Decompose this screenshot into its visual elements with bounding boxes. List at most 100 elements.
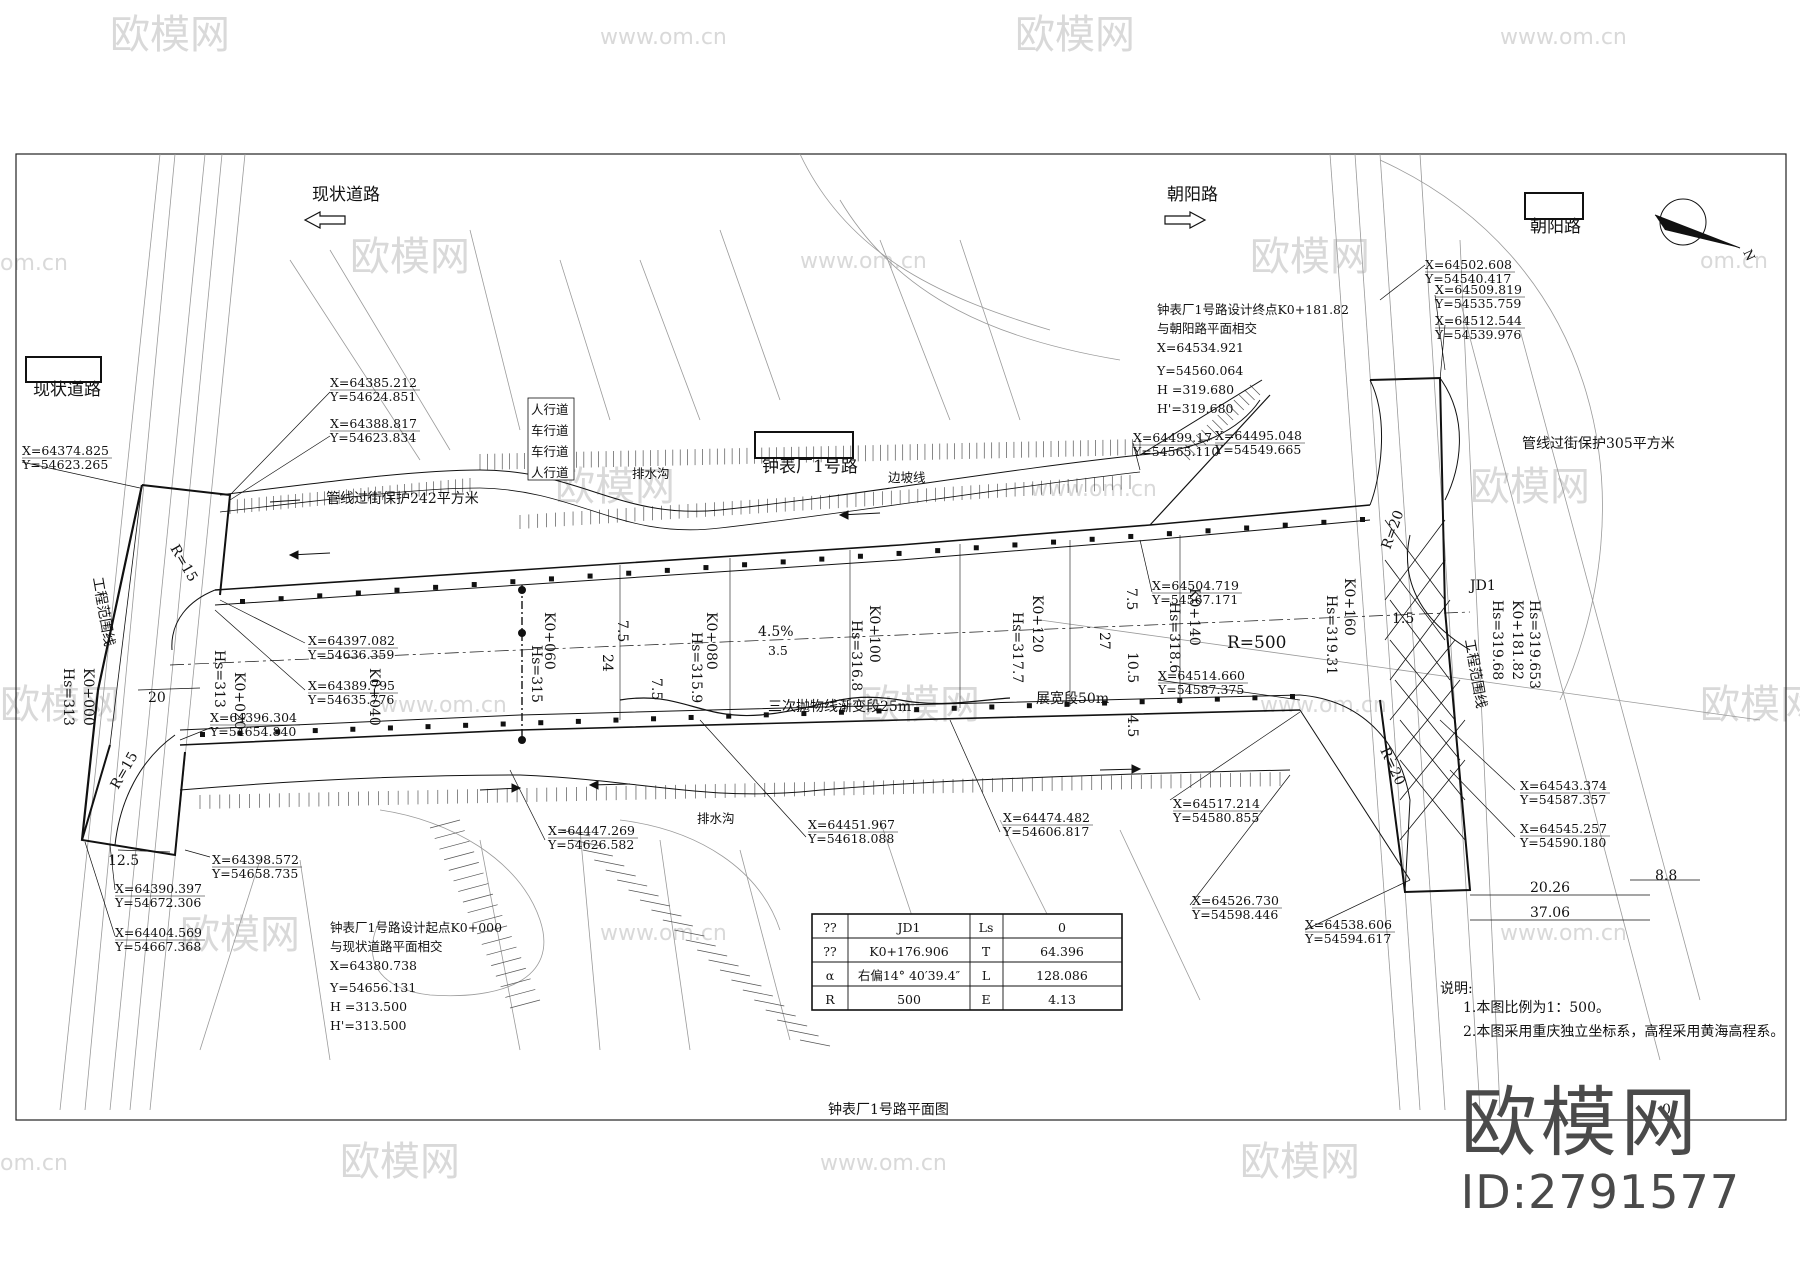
existing-road-boxed-label: 现状道路 (33, 380, 101, 400)
elevation-label: Hs=319.653 (1526, 600, 1542, 689)
lane-label: 车行道 (531, 423, 569, 438)
watermark-site: www.om.cn (380, 693, 507, 718)
slope-line-label: 边坡线 (888, 470, 926, 485)
start-point-note: H'=313.500 (330, 1018, 407, 1033)
end-point-note: 与朝阳路平面相交 (1157, 321, 1257, 336)
brand-watermark: 欧模网 ID:2791577 (1461, 1082, 1740, 1220)
elevation-label: Hs=313 (211, 650, 227, 708)
jd-label: JD1 (1468, 578, 1496, 594)
table-cell: L (982, 968, 990, 983)
drain-label: 排水沟 (632, 466, 670, 481)
lane-label: 人行道 (531, 465, 569, 480)
brand-id: ID:2791577 (1460, 1165, 1740, 1219)
coordinate-y: Y=54535.759 (1434, 296, 1521, 311)
table-cell: T (982, 944, 991, 959)
watermark-brand: 欧模网 (340, 1139, 460, 1185)
curb-line-north (214, 519, 1371, 606)
dimension-label: 7.5 (648, 678, 664, 700)
coordinate-y: Y=54565.110 (1132, 444, 1219, 459)
radius-label: R=15 (167, 542, 201, 585)
watermark-site: www.om.cn (600, 921, 727, 946)
elevation-label: Hs=313 (60, 668, 76, 726)
traffic-arrows (269, 499, 1142, 793)
road-body (80, 376, 1472, 894)
coordinate-y: Y=54635.776 (307, 692, 394, 707)
coordinate-x: X=64545.257 (1520, 821, 1607, 836)
watermark-brand: 欧模网 (1700, 682, 1800, 728)
table-cell: 右偏14° 40′39.4″ (858, 968, 961, 983)
drain-label: 排水沟 (697, 811, 735, 826)
coordinate-x: X=64397.082 (308, 633, 395, 648)
coordinate-x: X=64385.212 (330, 375, 417, 390)
page-number: 0 (1662, 1102, 1671, 1118)
table-cell: JD1 (896, 920, 921, 935)
pipe-protection-left-label: 管线过街保护242平方米 (326, 491, 479, 507)
watermark-site: www.om.cn (1500, 921, 1627, 946)
table-cell: 128.086 (1036, 968, 1088, 983)
coordinate-y: Y=54658.735 (211, 866, 298, 881)
dimension-label: 20 (148, 690, 166, 706)
watermark-brand: 欧模网 (1240, 1139, 1360, 1185)
table-cell: α (826, 968, 835, 983)
coordinate-y: Y=54587.375 (1157, 682, 1244, 697)
dimension-label: 27 (1096, 632, 1112, 650)
station-label: K0+160 (1341, 578, 1357, 636)
radius-label: R=15 (108, 749, 142, 792)
existing-road-box (25, 356, 102, 383)
lane-label: 车行道 (531, 444, 569, 459)
watermark-site: www.om.cn (1030, 477, 1157, 502)
curb-line-south (179, 694, 1301, 731)
coordinate-y: Y=54626.582 (547, 837, 634, 852)
table-cell: E (981, 992, 990, 1007)
table-cell: 500 (897, 992, 921, 1007)
elevation-label: Hs=316.8 (848, 620, 864, 691)
road-centerline (169, 611, 1471, 666)
coordinate-x: X=64514.660 (1158, 668, 1245, 683)
coordinate-y: Y=54606.817 (1002, 824, 1089, 839)
arrow-to-chaoyang-road (1164, 211, 1207, 229)
sidewalk-line-south (179, 769, 1291, 795)
coordinate-y: Y=54667.368 (114, 939, 201, 954)
watermark-site: om.cn (0, 1151, 68, 1176)
coordinate-y: Y=54594.617 (1304, 931, 1391, 946)
table-cell: ?? (823, 944, 837, 959)
boundary-left-label: 工程范围线 (89, 576, 118, 648)
radius-label: R=20 (1379, 508, 1408, 551)
elevation-label: Hs=315 (528, 645, 544, 703)
station-label: K0+181.82 (1509, 600, 1525, 680)
watermark-site: om.cn (1700, 249, 1768, 274)
watermark-brand: 欧模网 (180, 912, 300, 958)
coordinate-x: X=64474.482 (1003, 810, 1090, 825)
arrow-left-label: 现状道路 (312, 185, 380, 205)
radius-label: R=20 (1376, 745, 1407, 788)
watermark-brand: 欧模网 (350, 234, 470, 280)
coordinate-y: Y=54549.665 (1214, 442, 1301, 457)
dimension-label: 24 (599, 654, 615, 672)
coordinate-y: Y=54587.357 (1519, 792, 1606, 807)
end-point-note: X=64534.921 (1157, 340, 1244, 355)
station-label: K0+020 (231, 672, 247, 730)
note-line: 2.本图采用重庆独立坐标系，高程采用黄海高程系。 (1463, 1023, 1784, 1040)
watermark-site: www.om.cn (800, 249, 927, 274)
road-edge-south (179, 709, 1301, 746)
coordinate-y: Y=54623.265 (21, 457, 108, 472)
coordinate-x: X=64495.048 (1215, 428, 1302, 443)
watermark-site: www.om.cn (1500, 25, 1627, 50)
lane-label: 人行道 (531, 402, 569, 417)
coordinate-y: Y=54580.855 (1172, 810, 1259, 825)
table-cell: 64.396 (1040, 944, 1084, 959)
widening-label: 展宽段50m (1036, 690, 1109, 707)
topography-lines (59, 153, 1761, 1111)
coordinate-x: X=64538.606 (1305, 917, 1392, 932)
dimension-label: 10.5 (1124, 652, 1140, 683)
chaoyang-road-boxed-label: 朝阳路 (1530, 217, 1581, 237)
coordinate-y: Y=54590.180 (1519, 835, 1606, 850)
coordinate-x: X=64374.825 (22, 443, 109, 458)
coordinate-x: X=64517.214 (1173, 796, 1260, 811)
start-point-note: 钟表厂1号路设计起点K0+000 (330, 920, 502, 935)
notes-block: 说明: 1.本图比例为1：500。 2.本图采用重庆独立坐标系，高程采用黄海高程… (1440, 981, 1784, 1040)
start-point-note: Y=54656.131 (329, 980, 416, 995)
curve-radius-label: R=500 (1227, 633, 1287, 653)
